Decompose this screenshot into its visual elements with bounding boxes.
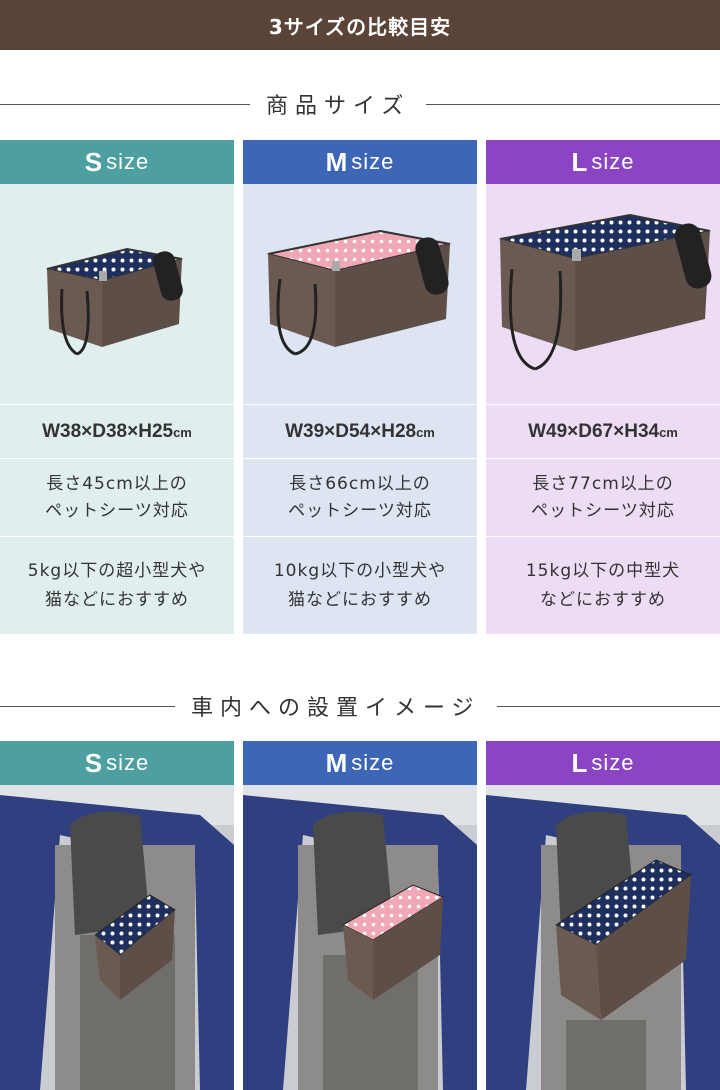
- car-photo-s: [0, 785, 234, 1090]
- banner-title: 3サイズの比較目安: [268, 14, 452, 39]
- divider-left: [0, 705, 175, 707]
- size-header: M size: [243, 741, 477, 785]
- sheet-line-1: 長さ66cm以上の: [289, 474, 431, 494]
- divider-right: [426, 103, 720, 105]
- dimensions-value: W49×D67×H34: [528, 421, 660, 442]
- size-header: L size: [486, 741, 720, 785]
- size-header: L size: [486, 140, 720, 184]
- target-line-1: 10kg以下の小型犬や: [273, 561, 447, 581]
- size-suffix: size: [591, 149, 635, 174]
- banner: 3サイズの比較目安: [0, 0, 720, 50]
- sheet-line-1: 長さ45cm以上の: [46, 474, 188, 494]
- target-line-1: 5kg以下の超小型犬や: [27, 561, 207, 581]
- size-suffix: size: [351, 750, 395, 775]
- car-photo-m: [243, 785, 477, 1090]
- dimensions-unit: cm: [416, 424, 435, 440]
- target-line-2: 猫などにおすすめ: [288, 590, 432, 610]
- product-photo-m: [243, 184, 477, 404]
- car-column-s: S size: [0, 741, 234, 785]
- target-animal: 5kg以下の超小型犬や猫などにおすすめ: [0, 536, 234, 635]
- target-animal: 10kg以下の小型犬や猫などにおすすめ: [243, 536, 477, 635]
- size-suffix: size: [106, 750, 150, 775]
- car-photo-l: [486, 785, 720, 1090]
- dimensions-unit: cm: [659, 424, 678, 440]
- dimensions-value: W39×D54×H28: [285, 421, 417, 442]
- target-line-2: などにおすすめ: [540, 590, 666, 610]
- product-photo-l: [486, 184, 720, 404]
- size-suffix: size: [106, 149, 150, 174]
- sheet-compat: 長さ77cm以上のペットシーツ対応: [486, 458, 720, 537]
- car-column-l: L size: [486, 741, 720, 785]
- size-suffix: size: [591, 750, 635, 775]
- size-header: S size: [0, 741, 234, 785]
- size-letter: M: [325, 747, 348, 778]
- dimensions-unit: cm: [173, 424, 192, 440]
- sheet-line-2: ペットシーツ対応: [531, 501, 675, 521]
- sheet-compat: 長さ45cm以上のペットシーツ対応: [0, 458, 234, 537]
- size-suffix: size: [351, 149, 395, 174]
- section-title-text: 車内への設置イメージ: [191, 696, 481, 721]
- section-title-text: 商品サイズ: [266, 94, 411, 119]
- size-letter: S: [84, 146, 103, 177]
- size-header: M size: [243, 140, 477, 184]
- target-line-1: 15kg以下の中型犬: [525, 561, 681, 581]
- sheet-compat: 長さ66cm以上のペットシーツ対応: [243, 458, 477, 537]
- dimensions-value: W38×D38×H25: [42, 421, 174, 442]
- sheet-line-2: ペットシーツ対応: [45, 501, 189, 521]
- divider-left: [0, 103, 250, 105]
- car-column-m: M size: [243, 741, 477, 785]
- size-letter: L: [571, 747, 588, 778]
- size-letter: M: [325, 146, 348, 177]
- section-title-product-size: 商品サイズ: [0, 88, 720, 120]
- size-letter: L: [571, 146, 588, 177]
- divider-right: [496, 705, 720, 707]
- sheet-line-2: ペットシーツ対応: [288, 501, 432, 521]
- section-title-in-car: 車内への設置イメージ: [0, 690, 720, 722]
- size-letter: S: [84, 747, 103, 778]
- product-photo-s: [0, 184, 234, 404]
- size-header: S size: [0, 140, 234, 184]
- target-line-2: 猫などにおすすめ: [44, 590, 189, 610]
- target-animal: 15kg以下の中型犬などにおすすめ: [486, 536, 720, 635]
- sheet-line-1: 長さ77cm以上の: [532, 474, 674, 494]
